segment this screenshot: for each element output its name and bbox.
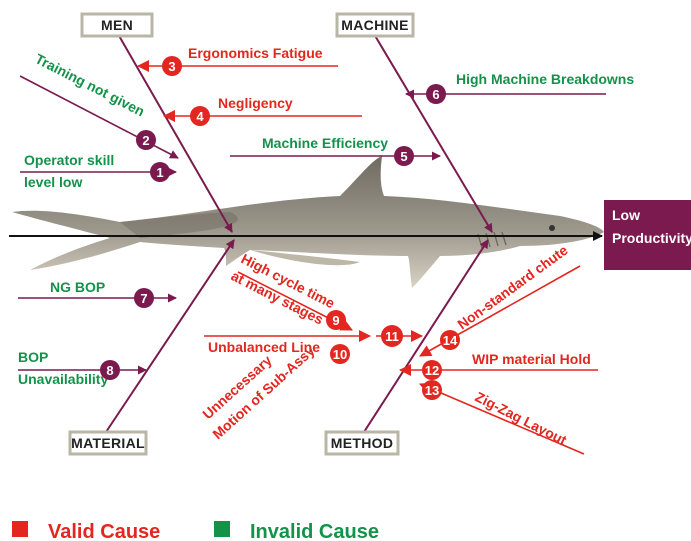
svg-text:1: 1: [156, 165, 163, 180]
svg-text:3: 3: [168, 59, 175, 74]
cause-12-label: WIP material Hold: [472, 351, 591, 367]
svg-text:6: 6: [432, 87, 439, 102]
cause-14-badge: 14: [440, 330, 460, 350]
svg-text:13: 13: [425, 383, 439, 398]
legend-valid-label: Valid Cause: [48, 521, 160, 541]
effect-line-2: Productivity: [612, 230, 691, 246]
cause-6-label: High Machine Breakdowns: [456, 71, 634, 87]
cause-7-label: NG BOP: [50, 279, 105, 295]
legend-valid-swatch: [12, 521, 28, 537]
svg-text:14: 14: [443, 333, 458, 348]
cause-4-badge: 4: [190, 106, 210, 126]
effect-box: Low Productivity: [604, 200, 691, 270]
category-men-label: MEN: [101, 17, 133, 33]
effect-line-1: Low: [612, 207, 640, 223]
cause-4-label: Negligency: [218, 95, 293, 111]
category-machine-label: MACHINE: [341, 17, 408, 33]
legend: Valid Cause Invalid Cause: [12, 521, 379, 541]
cause-13-label: Zig-Zag Layout: [473, 388, 570, 448]
legend-invalid-swatch: [214, 521, 230, 537]
cause-2-label: Training not given: [33, 50, 148, 119]
svg-text:7: 7: [140, 291, 147, 306]
cause-12-badge: 12: [422, 360, 442, 380]
cause-10-badge: 10: [330, 344, 350, 364]
svg-text:10: 10: [333, 347, 347, 362]
cause-11-badge: 11: [381, 325, 403, 347]
cause-1-badge: 1: [150, 162, 170, 182]
svg-text:8: 8: [106, 363, 113, 378]
category-material: MATERIAL: [70, 432, 146, 454]
svg-text:5: 5: [400, 149, 407, 164]
cause-1-label-line-2: level low: [24, 174, 82, 190]
svg-text:9: 9: [332, 313, 339, 328]
svg-text:12: 12: [425, 363, 439, 378]
cause-8-label-line-2: Unavailability: [18, 371, 108, 387]
svg-text:4: 4: [196, 109, 204, 124]
category-method: METHOD: [326, 432, 398, 454]
cause-5-badge: 5: [394, 146, 414, 166]
category-men: MEN: [82, 14, 152, 36]
cause-2-badge: 2: [136, 130, 156, 150]
cause-1-label-line-1: Operator skill: [24, 152, 114, 168]
svg-text:11: 11: [385, 329, 399, 344]
cause-14-label: Non-standard chute: [454, 242, 571, 333]
cause-8-badge: 8: [100, 360, 120, 380]
cause-5-label: Machine Efficiency: [262, 135, 388, 151]
cause-13-badge: 13: [422, 380, 442, 400]
cause-3-badge: 3: [162, 56, 182, 76]
legend-invalid-label: Invalid Cause: [250, 521, 379, 541]
category-method-label: METHOD: [331, 435, 393, 451]
category-material-label: MATERIAL: [71, 435, 145, 451]
cause-7-badge: 7: [134, 288, 154, 308]
cause-6-badge: 6: [426, 84, 446, 104]
shark-illustration: [12, 156, 604, 288]
cause-3-label: Ergonomics Fatigue: [188, 45, 323, 61]
cause-9-badge: 9: [326, 310, 346, 330]
svg-text:2: 2: [142, 133, 149, 148]
cause-8-label-line-1: BOP: [18, 349, 48, 365]
category-machine: MACHINE: [337, 14, 413, 36]
